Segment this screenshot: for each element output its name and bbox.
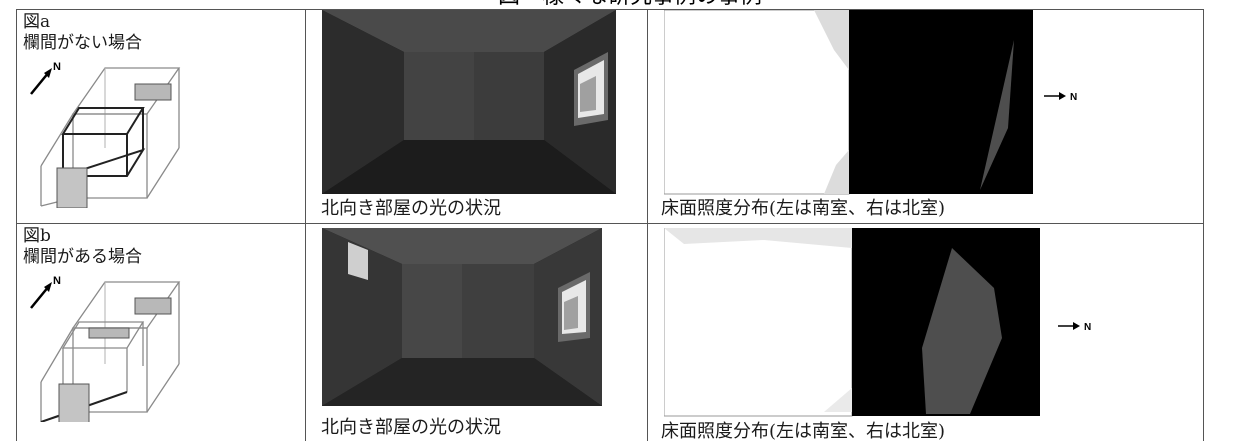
room-caption: 北向き部屋の光の状況	[321, 198, 501, 219]
compass-arrow-icon: N	[30, 61, 61, 95]
compass-arrow-icon: N	[30, 275, 61, 309]
fig-label: 図b	[23, 226, 51, 246]
room-render-no-transom	[322, 10, 616, 194]
floor-caption: 床面照度分布(左は南室、右は北室)	[661, 198, 946, 219]
table-row-b-label-cell: 図b 欄間がある場合 N	[17, 224, 305, 441]
case-label: 欄間がない場合	[23, 33, 142, 53]
table-column-divider-2	[647, 9, 648, 441]
svg-text:N: N	[53, 275, 61, 287]
table-border-right	[1203, 9, 1204, 441]
room-diagram-with-transom: N	[30, 275, 181, 422]
case-label: 欄間がある場合	[23, 247, 142, 267]
room-caption: 北向き部屋の光の状況	[321, 417, 501, 438]
fig-label: 図a	[23, 12, 51, 32]
table-row-a-floor-cell: N 床面照度分布(左は南室、右は北室)	[648, 10, 1203, 223]
figure-title: 図 様々な研究事例の事例	[420, 0, 840, 8]
room-render-with-transom	[322, 228, 602, 406]
room-diagram-no-transom: N	[30, 61, 181, 208]
svg-text:N: N	[1070, 92, 1077, 103]
table-border-left	[16, 9, 17, 441]
svg-text:N: N	[53, 61, 61, 73]
table-row-b-room-cell: 北向き部屋の光の状況	[306, 224, 647, 441]
table-row-a-label-cell: 図a 欄間がない場合 N	[17, 10, 305, 223]
north-arrow-icon: N	[1058, 322, 1091, 333]
table-border-top	[16, 9, 1204, 10]
floor-illuminance-map-no-transom: N	[664, 10, 1077, 195]
table-row-a-room-cell: 北向き部屋の光の状況	[306, 10, 647, 223]
table-row-divider	[16, 223, 1204, 224]
figure-table: 図a 欄間がない場合 N	[16, 9, 1204, 441]
floor-caption: 床面照度分布(左は南室、右は北室)	[661, 421, 946, 441]
table-column-divider-1	[305, 9, 306, 441]
table-row-b-floor-cell: N 床面照度分布(左は南室、右は北室)	[648, 224, 1203, 441]
north-arrow-icon: N	[1044, 92, 1077, 103]
floor-illuminance-map-with-transom: N	[664, 228, 1091, 417]
svg-text:N: N	[1084, 322, 1091, 333]
